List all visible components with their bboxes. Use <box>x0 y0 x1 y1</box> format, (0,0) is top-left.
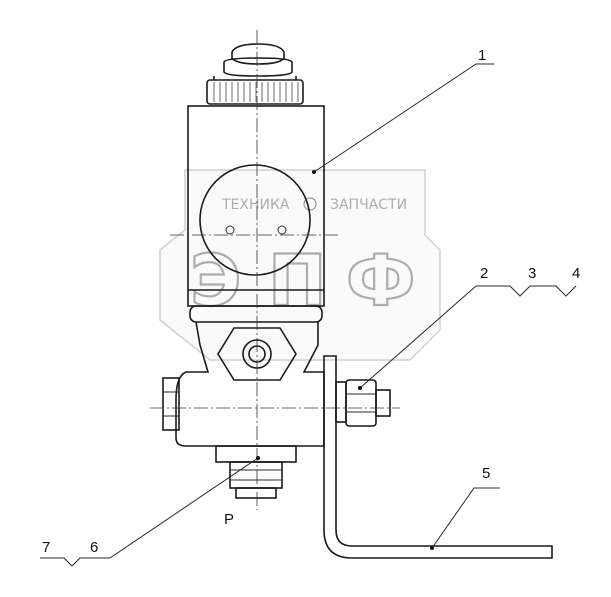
watermark-letter-3: Ф <box>346 240 415 322</box>
watermark-right-word: ЗАПЧАСТИ <box>330 197 407 213</box>
callout-1: 1 <box>478 47 486 64</box>
callout-7: 7 <box>42 539 50 556</box>
callout-4: 4 <box>572 265 580 282</box>
callout-5: 5 <box>482 465 490 482</box>
right-fastener <box>335 379 391 427</box>
center-lines <box>150 30 400 510</box>
valve-body <box>175 105 325 447</box>
watermark: ТЕХНИКА ЗАПЧАСТИ Э П Ф <box>159 169 441 361</box>
leader-lines <box>40 63 577 567</box>
watermark-letter-1: Э <box>190 240 241 322</box>
watermark-gear-icon <box>303 197 317 211</box>
left-bolt <box>162 377 180 431</box>
watermark-left-word: ТЕХНИКА <box>221 197 290 213</box>
bracket <box>323 355 553 559</box>
watermark-plate <box>159 169 441 361</box>
watermark-letter-2: П <box>268 240 327 322</box>
port-label: P <box>224 511 234 528</box>
bottom-fitting <box>215 445 297 499</box>
callout-3: 3 <box>528 265 536 282</box>
callout-6: 6 <box>90 539 98 556</box>
top-knob <box>206 43 304 105</box>
callout-2: 2 <box>480 265 488 282</box>
